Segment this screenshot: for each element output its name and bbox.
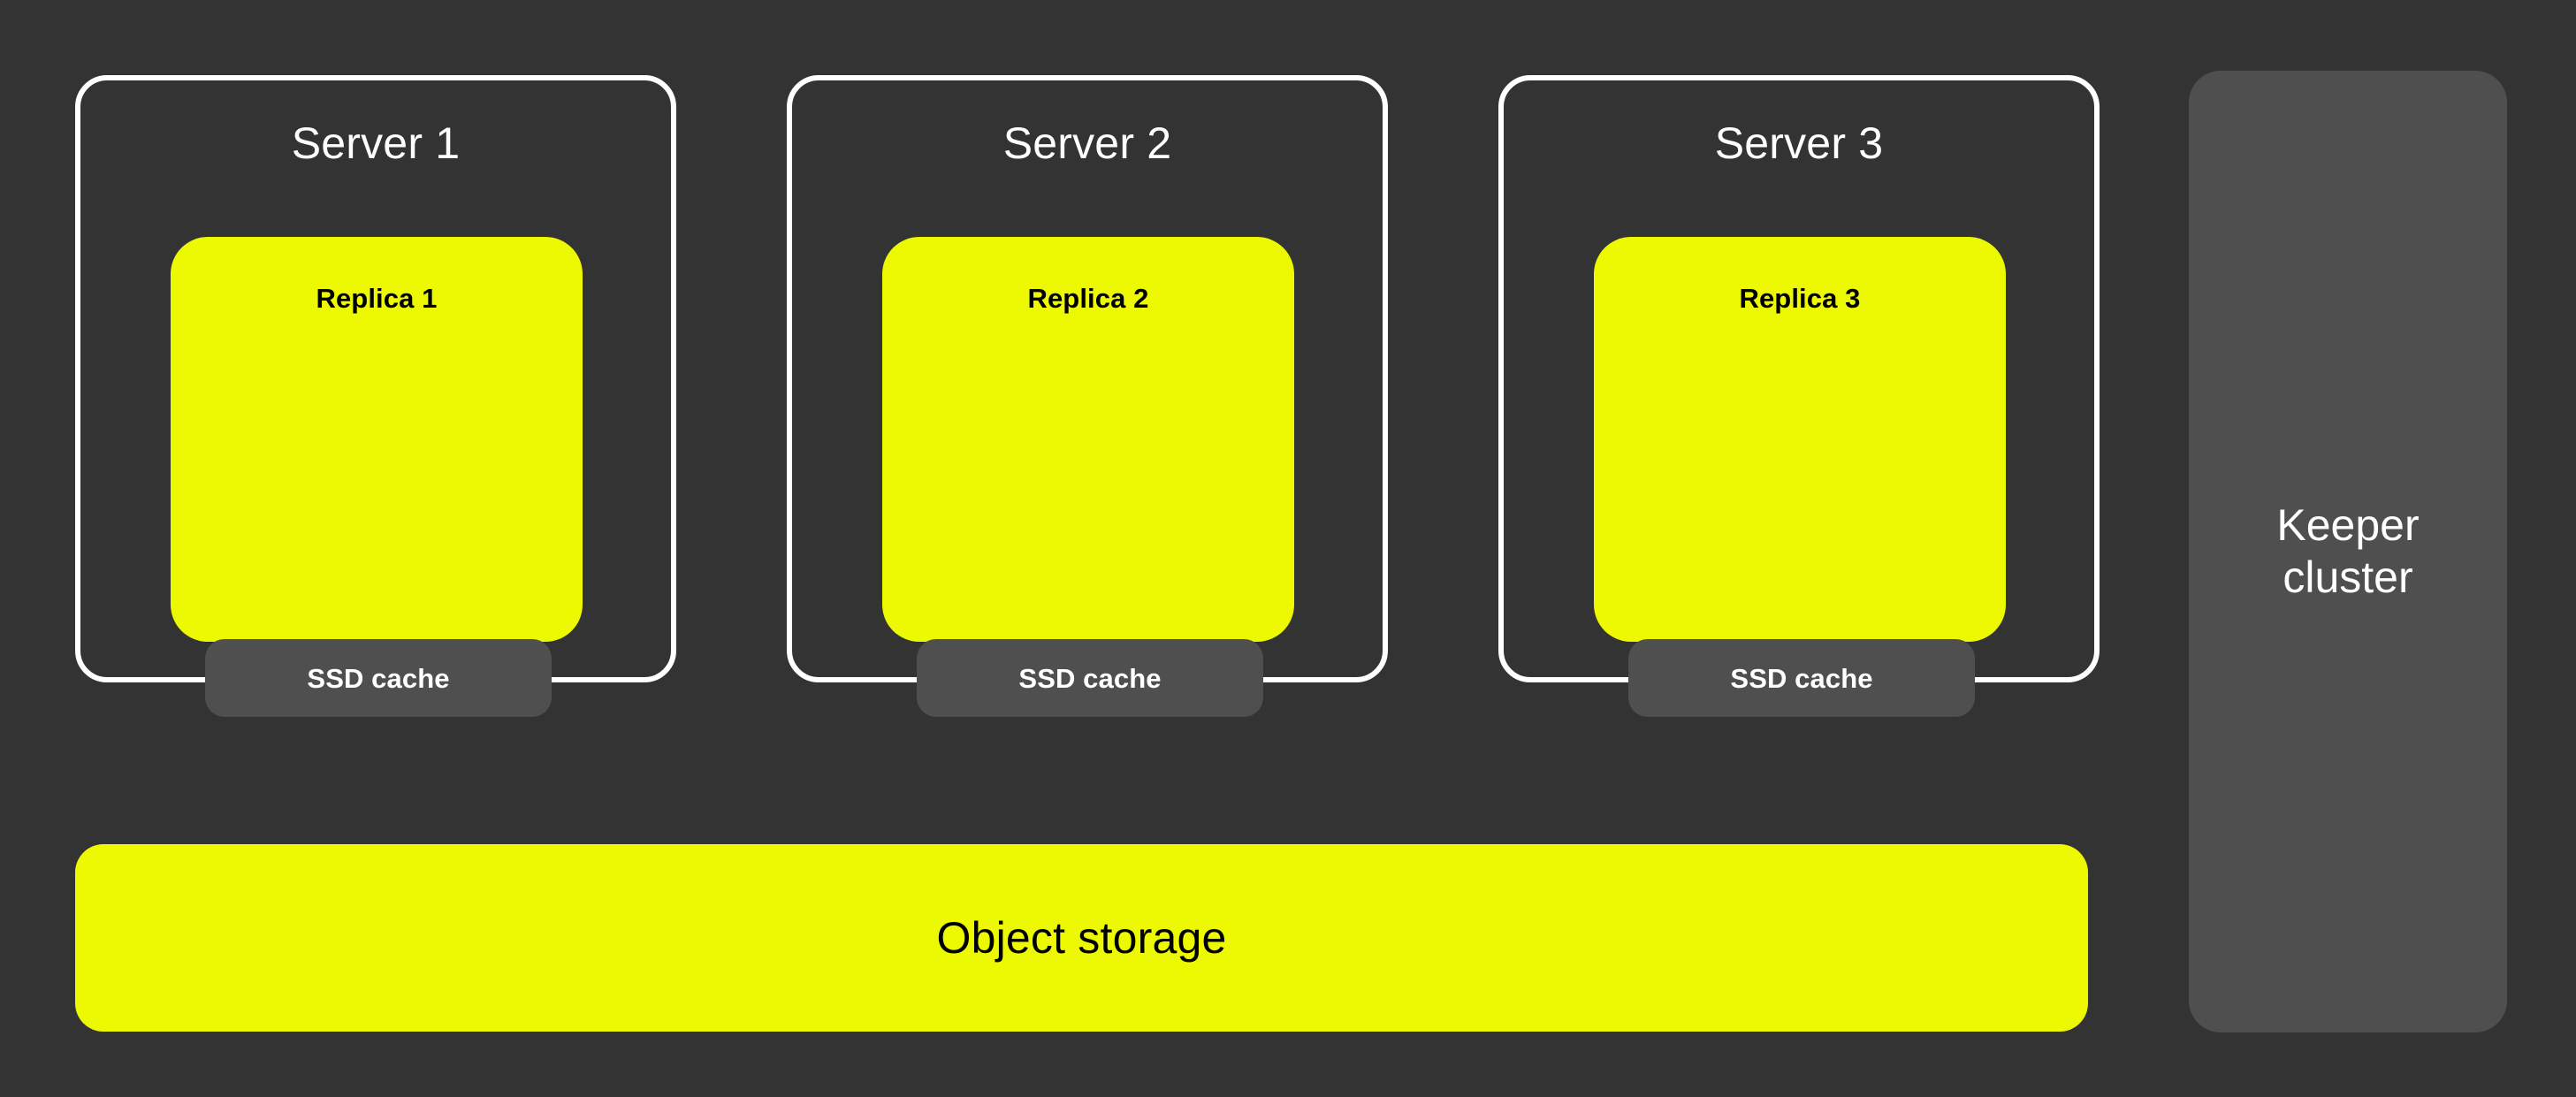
server-title-2: Server 2 xyxy=(1002,118,1172,168)
replica-box-1[interactable]: Replica 1 xyxy=(171,237,583,642)
object-storage-label: Object storage xyxy=(936,913,1227,963)
keeper-cluster-panel[interactable]: Keeper cluster xyxy=(2189,71,2507,1032)
ssd-cache-2[interactable]: SSD cache xyxy=(917,639,1263,717)
server-title-3: Server 3 xyxy=(1714,118,1884,168)
object-storage-bar[interactable]: Object storage xyxy=(75,844,2088,1032)
replica-box-2[interactable]: Replica 2 xyxy=(882,237,1294,642)
replica-label-3: Replica 3 xyxy=(1739,283,1861,314)
server-title-1: Server 1 xyxy=(291,118,461,168)
ssd-cache-label-2: SSD cache xyxy=(1018,662,1162,694)
replica-box-3[interactable]: Replica 3 xyxy=(1594,237,2006,642)
ssd-cache-3[interactable]: SSD cache xyxy=(1628,639,1975,717)
replica-label-1: Replica 1 xyxy=(316,283,438,314)
keeper-cluster-label: Keeper cluster xyxy=(2276,500,2420,602)
ssd-cache-label-3: SSD cache xyxy=(1730,662,1873,694)
ssd-cache-label-1: SSD cache xyxy=(307,662,450,694)
replica-label-2: Replica 2 xyxy=(1027,283,1149,314)
ssd-cache-1[interactable]: SSD cache xyxy=(205,639,552,717)
